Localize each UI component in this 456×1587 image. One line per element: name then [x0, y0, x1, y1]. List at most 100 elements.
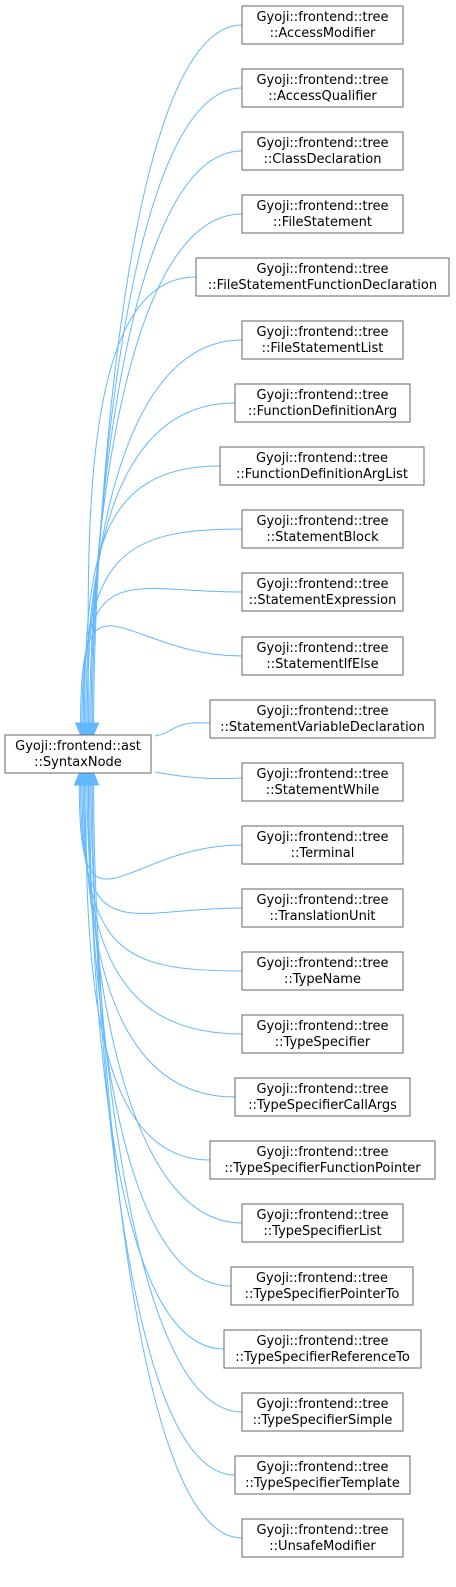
inheritance-edge-function-definition-arg-list — [84, 465, 221, 724]
inheritance-edge-access-qualifier — [91, 87, 243, 724]
class-node-statement-if-else[interactable]: Gyoji::frontend::tree::StatementIfElse — [241, 636, 404, 676]
class-node-type-specifier-function-pointer-class-label: ::TypeSpecifierFunctionPointer — [224, 1161, 421, 1176]
class-node-function-definition-arg[interactable]: Gyoji::frontend::tree::FunctionDefinitio… — [234, 383, 411, 423]
class-node-statement-expression[interactable]: Gyoji::frontend::tree::StatementExpressi… — [241, 572, 404, 612]
inheritance-edge-type-specifier-pointer-to — [87, 784, 232, 1287]
class-node-type-specifier-list[interactable]: Gyoji::frontend::tree::TypeSpecifierList — [241, 1203, 404, 1243]
class-node-type-specifier-template-namespace-label: Gyoji::frontend::tree — [256, 1460, 388, 1475]
inheritance-edge-file-statement — [89, 213, 243, 724]
syntax-node[interactable]: Gyoji::frontend::ast::SyntaxNode — [4, 734, 152, 774]
class-node-statement-if-else-namespace-label: Gyoji::frontend::tree — [256, 641, 388, 656]
class-node-file-statement-namespace-label: Gyoji::frontend::tree — [256, 199, 388, 214]
class-node-statement-block-class-label: ::StatementBlock — [266, 530, 379, 545]
class-node-statement-variable-declaration[interactable]: Gyoji::frontend::tree::StatementVariable… — [209, 699, 436, 739]
inheritance-edge-type-specifier — [82, 784, 243, 1035]
inheritance-edge-file-statement-list — [86, 339, 243, 724]
inheritance-edge-statement-while — [154, 771, 243, 780]
class-node-file-statement-list-box — [241, 320, 404, 360]
class-node-type-specifier-call-args-namespace-label: Gyoji::frontend::tree — [256, 1082, 388, 1097]
class-node-access-modifier-class-label: ::AccessModifier — [270, 26, 376, 41]
class-node-unsafe-modifier-box — [241, 1518, 404, 1558]
class-node-access-qualifier[interactable]: Gyoji::frontend::tree::AccessQualifier — [241, 68, 404, 108]
class-node-translation-unit-class-label: ::TranslationUnit — [269, 909, 375, 924]
class-node-type-name[interactable]: Gyoji::frontend::tree::TypeName — [241, 951, 404, 991]
class-node-type-specifier-box — [241, 1014, 404, 1054]
class-node-type-specifier-namespace-label: Gyoji::frontend::tree — [256, 1019, 388, 1034]
class-node-type-name-namespace-label: Gyoji::frontend::tree — [256, 956, 388, 971]
class-node-type-specifier-template[interactable]: Gyoji::frontend::tree::TypeSpecifierTemp… — [234, 1455, 411, 1495]
syntax-node-namespace-label: Gyoji::frontend::ast — [15, 739, 141, 754]
class-node-unsafe-modifier-class-label: ::UnsafeModifier — [269, 1539, 376, 1554]
class-node-statement-expression-box — [241, 572, 404, 612]
inheritance-edge-class-declaration — [90, 150, 243, 724]
class-node-type-specifier-template-box — [234, 1455, 411, 1495]
class-node-type-specifier-pointer-to[interactable]: Gyoji::frontend::tree::TypeSpecifierPoin… — [230, 1266, 414, 1306]
class-node-type-specifier-reference-to-namespace-label: Gyoji::frontend::tree — [256, 1334, 388, 1349]
class-node-terminal[interactable]: Gyoji::frontend::tree::Terminal — [241, 825, 404, 865]
class-node-file-statement-function-declaration-box — [195, 257, 450, 297]
class-node-type-specifier-reference-to-box — [223, 1329, 422, 1369]
class-node-statement-variable-declaration-class-label: ::StatementVariableDeclaration — [220, 720, 425, 735]
class-node-function-definition-arg-list[interactable]: Gyoji::frontend::tree::FunctionDefinitio… — [219, 446, 425, 486]
class-node-type-specifier[interactable]: Gyoji::frontend::tree::TypeSpecifier — [241, 1014, 404, 1054]
class-node-type-specifier-call-args-box — [234, 1077, 411, 1117]
class-node-terminal-box — [241, 825, 404, 865]
arrowhead-unsafe-modifier — [87, 771, 100, 786]
class-node-class-declaration[interactable]: Gyoji::frontend::tree::ClassDeclaration — [241, 131, 404, 171]
class-node-type-specifier-function-pointer-namespace-label: Gyoji::frontend::tree — [256, 1145, 388, 1160]
class-node-function-definition-arg-class-label: ::FunctionDefinitionArg — [248, 404, 397, 419]
class-node-type-specifier-function-pointer[interactable]: Gyoji::frontend::tree::TypeSpecifierFunc… — [209, 1140, 436, 1180]
class-node-terminal-namespace-label: Gyoji::frontend::tree — [256, 830, 388, 845]
inheritance-edge-type-specifier-template — [91, 784, 236, 1476]
class-node-statement-while-namespace-label: Gyoji::frontend::tree — [256, 767, 388, 782]
inheritance-edge-type-name — [81, 784, 243, 972]
syntax-node-box — [4, 734, 152, 774]
class-node-statement-while[interactable]: Gyoji::frontend::tree::StatementWhile — [241, 762, 404, 802]
class-node-type-name-box — [241, 951, 404, 991]
class-node-type-specifier-pointer-to-class-label: ::TypeSpecifierPointerTo — [245, 1287, 400, 1302]
inheritance-edge-statement-expression — [81, 588, 243, 724]
class-node-statement-expression-namespace-label: Gyoji::frontend::tree — [256, 577, 388, 592]
class-node-type-specifier-simple-box — [241, 1392, 404, 1432]
class-node-unsafe-modifier[interactable]: Gyoji::frontend::tree::UnsafeModifier — [241, 1518, 404, 1558]
class-node-access-modifier-namespace-label: Gyoji::frontend::tree — [256, 10, 388, 25]
class-node-file-statement-list[interactable]: Gyoji::frontend::tree::FileStatementList — [241, 320, 404, 360]
class-node-statement-variable-declaration-namespace-label: Gyoji::frontend::tree — [256, 704, 388, 719]
class-node-statement-variable-declaration-box — [209, 699, 436, 739]
inheritance-edges — [73, 24, 243, 1539]
inheritance-edge-unsafe-modifier — [93, 784, 243, 1539]
inheritance-edge-function-definition-arg — [85, 402, 236, 724]
class-node-file-statement[interactable]: Gyoji::frontend::tree::FileStatement — [241, 194, 404, 234]
class-node-statement-block-namespace-label: Gyoji::frontend::tree — [256, 514, 388, 529]
inheritance-edge-type-specifier-reference-to — [89, 784, 225, 1350]
class-node-access-qualifier-box — [241, 68, 404, 108]
class-node-statement-block[interactable]: Gyoji::frontend::tree::StatementBlock — [241, 509, 404, 549]
class-node-type-specifier-function-pointer-box — [209, 1140, 436, 1180]
class-node-function-definition-arg-namespace-label: Gyoji::frontend::tree — [256, 388, 388, 403]
class-node-type-specifier-simple[interactable]: Gyoji::frontend::tree::TypeSpecifierSimp… — [241, 1392, 404, 1432]
inheritance-edge-access-modifier — [93, 24, 243, 724]
inheritance-edge-type-specifier-function-pointer — [85, 784, 211, 1161]
class-node-function-definition-arg-list-namespace-label: Gyoji::frontend::tree — [256, 451, 388, 466]
class-node-file-statement-function-declaration[interactable]: Gyoji::frontend::tree::FileStatementFunc… — [195, 257, 450, 297]
class-node-access-modifier[interactable]: Gyoji::frontend::tree::AccessModifier — [241, 5, 404, 45]
class-node-translation-unit[interactable]: Gyoji::frontend::tree::TranslationUnit — [241, 888, 404, 928]
class-node-type-specifier-simple-class-label: ::TypeSpecifierSimple — [253, 1413, 393, 1428]
class-node-type-specifier-list-class-label: ::TypeSpecifierList — [263, 1224, 381, 1239]
class-node-type-specifier-call-args[interactable]: Gyoji::frontend::tree::TypeSpecifierCall… — [234, 1077, 411, 1117]
class-node-function-definition-arg-list-class-label: ::FunctionDefinitionArgList — [236, 467, 408, 482]
class-node-statement-if-else-class-label: ::StatementIfElse — [266, 657, 378, 672]
class-node-type-specifier-class-label: ::TypeSpecifier — [275, 1035, 371, 1050]
class-node-type-specifier-reference-to[interactable]: Gyoji::frontend::tree::TypeSpecifierRefe… — [223, 1329, 422, 1369]
class-node-class-declaration-namespace-label: Gyoji::frontend::tree — [256, 136, 388, 151]
class-node-type-specifier-simple-namespace-label: Gyoji::frontend::tree — [256, 1397, 388, 1412]
class-node-access-qualifier-namespace-label: Gyoji::frontend::tree — [256, 73, 388, 88]
class-node-access-qualifier-class-label: ::AccessQualifier — [268, 89, 377, 104]
class-node-statement-while-class-label: ::StatementWhile — [266, 783, 379, 798]
class-node-function-definition-arg-list-box — [219, 446, 425, 486]
class-node-type-specifier-template-class-label: ::TypeSpecifierTemplate — [245, 1476, 400, 1491]
class-node-statement-while-box — [241, 762, 404, 802]
class-node-file-statement-list-namespace-label: Gyoji::frontend::tree — [256, 325, 388, 340]
inheritance-edge-translation-unit — [80, 784, 243, 914]
class-node-file-statement-function-declaration-namespace-label: Gyoji::frontend::tree — [256, 262, 388, 277]
